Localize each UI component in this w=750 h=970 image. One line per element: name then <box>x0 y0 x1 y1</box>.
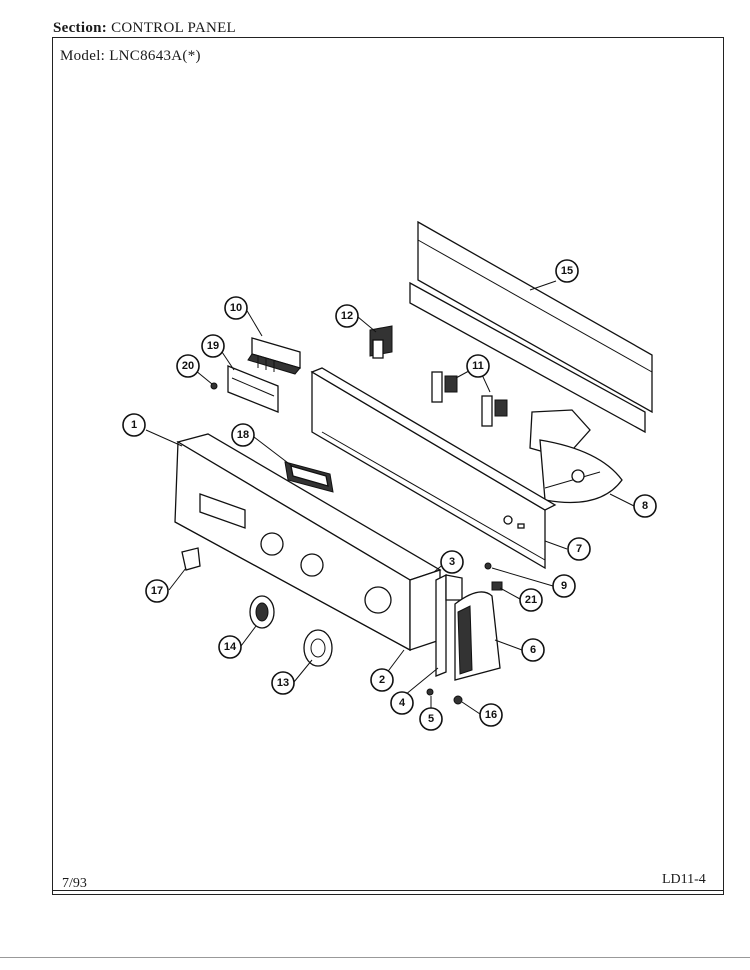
part-9-screw <box>484 562 492 570</box>
part-1-control-panel <box>174 433 442 652</box>
part-16-screw <box>453 695 463 705</box>
svg-text:16: 16 <box>485 709 497 721</box>
footer-page-code: LD11-4 <box>662 872 706 887</box>
model-label: Model: <box>60 48 106 64</box>
svg-text:9: 9 <box>561 580 567 592</box>
svg-text:10: 10 <box>230 302 242 314</box>
callout-1: 1 <box>122 413 146 437</box>
callout-12: 12 <box>335 304 359 328</box>
svg-text:18: 18 <box>237 429 249 441</box>
svg-text:8: 8 <box>642 500 648 512</box>
svg-text:12: 12 <box>341 310 353 322</box>
svg-text:14: 14 <box>224 641 237 653</box>
footer-date: 7/93 <box>62 876 87 891</box>
part-18-display <box>284 461 334 493</box>
svg-text:3: 3 <box>449 556 455 568</box>
section-header: Section: CONTROL PANEL <box>53 20 236 37</box>
callout-18: 18 <box>231 423 255 447</box>
svg-text:20: 20 <box>182 360 194 372</box>
callout-13: 13 <box>271 671 295 695</box>
callout-19: 19 <box>201 334 225 358</box>
diagram-frame <box>52 37 724 895</box>
callout-21: 21 <box>519 588 543 612</box>
callout-6: 6 <box>521 638 545 662</box>
callout-9: 9 <box>552 574 576 598</box>
part-12-switch <box>369 325 393 359</box>
part-10-terminal-block <box>247 337 301 375</box>
svg-text:17: 17 <box>151 585 163 597</box>
svg-text:6: 6 <box>530 644 536 656</box>
model-value: LNC8643A(*) <box>109 48 201 64</box>
svg-text:21: 21 <box>525 594 537 606</box>
model-header: Model: LNC8643A(*) <box>60 48 201 65</box>
part-5-screw <box>426 688 434 696</box>
part-14-knob <box>249 595 275 629</box>
page-bottom-divider <box>0 957 750 958</box>
svg-text:5: 5 <box>428 713 434 725</box>
part-20-screw <box>210 382 218 390</box>
part-6-end-cap <box>454 591 501 681</box>
svg-text:7: 7 <box>576 543 582 555</box>
callout-5: 5 <box>419 707 443 731</box>
svg-text:13: 13 <box>277 677 289 689</box>
callout-17: 17 <box>145 579 169 603</box>
section-value: CONTROL PANEL <box>111 20 237 36</box>
callout-3: 3 <box>440 550 464 574</box>
part-15-back-panel <box>409 220 653 434</box>
callout-2: 2 <box>370 668 394 692</box>
callout-4: 4 <box>390 691 414 715</box>
svg-text:11: 11 <box>472 360 484 372</box>
callout-7: 7 <box>567 537 591 561</box>
part-21-clip <box>491 581 503 591</box>
part-11-switches <box>431 371 508 427</box>
part-19-bracket <box>227 365 279 413</box>
svg-text:1: 1 <box>131 419 137 431</box>
svg-text:19: 19 <box>207 340 219 352</box>
section-label: Section: <box>53 20 108 36</box>
callout-15: 15 <box>555 259 579 283</box>
callout-20: 20 <box>176 354 200 378</box>
part-4-end-strip <box>435 573 463 677</box>
svg-text:4: 4 <box>399 697 406 709</box>
callout-16: 16 <box>479 703 503 727</box>
callout-8: 8 <box>633 494 657 518</box>
part-8-timer-motor <box>529 409 623 504</box>
callout-10: 10 <box>224 296 248 320</box>
callout-11: 11 <box>466 354 490 378</box>
footer-divider <box>52 890 724 891</box>
part-7-inner-panel <box>310 367 557 570</box>
svg-text:2: 2 <box>379 674 385 686</box>
svg-text:15: 15 <box>561 265 573 277</box>
part-13-knob <box>303 629 333 667</box>
callout-14: 14 <box>218 635 242 659</box>
part-17-knob <box>181 547 201 571</box>
